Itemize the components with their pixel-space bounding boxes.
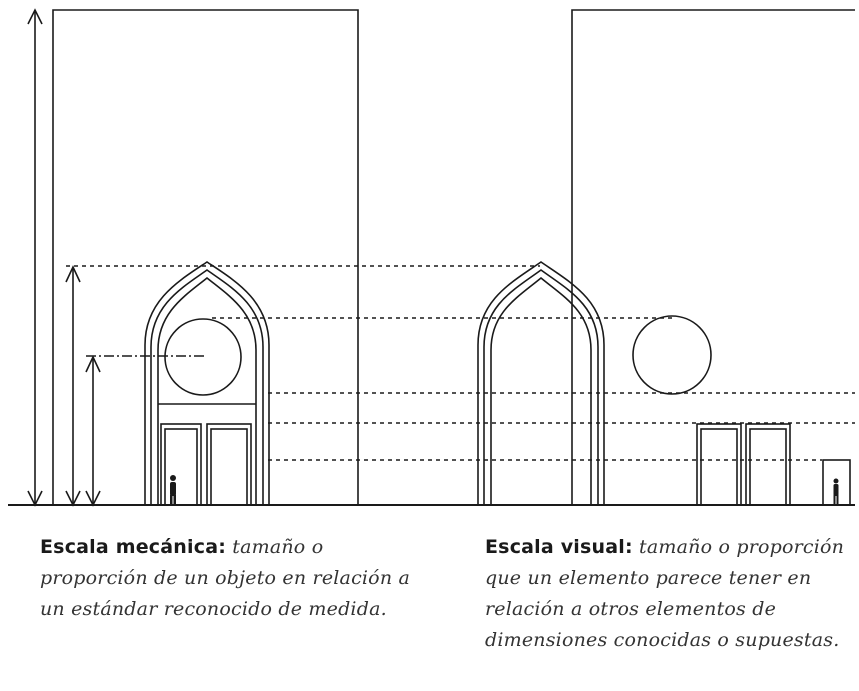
building-right xyxy=(571,9,855,505)
caption-visual-line: relación a otros elementos de xyxy=(485,598,777,620)
small-door-right xyxy=(822,459,851,506)
circle-right xyxy=(632,315,712,395)
caption-mechanical-line: un estándar reconocido de medida. xyxy=(40,598,387,620)
caption-mechanical-title: Escala mecánica: xyxy=(40,536,227,558)
human-figure-left xyxy=(170,475,176,505)
caption-visual-line: tamaño o proporción xyxy=(639,536,845,558)
dimension-arrow-circle xyxy=(85,355,101,507)
scale-diagram xyxy=(8,8,855,507)
door-pair-left xyxy=(160,423,252,506)
building-left xyxy=(52,9,359,505)
caption-visual-line: dimensiones conocidas o supuestas. xyxy=(485,629,840,651)
arch-right xyxy=(477,261,605,505)
caption-mechanical-line: proporción de un objeto en relación a xyxy=(40,567,411,589)
dimension-arrow-total xyxy=(27,8,43,507)
circle-left xyxy=(164,318,242,396)
human-figure-right xyxy=(833,478,839,504)
arch-left xyxy=(144,261,270,505)
caption-mechanical-scale: Escala mecánica: tamaño o proporción de … xyxy=(40,532,440,625)
caption-visual-scale: Escala visual: tamaño o proporción que u… xyxy=(485,532,855,656)
caption-visual-title: Escala visual: xyxy=(485,536,633,558)
caption-visual-line: que un elemento parece tener en xyxy=(485,567,812,589)
dimension-arrow-arch xyxy=(65,265,81,507)
door-pair-right xyxy=(696,423,791,506)
caption-mechanical-line: tamaño o xyxy=(232,536,324,558)
